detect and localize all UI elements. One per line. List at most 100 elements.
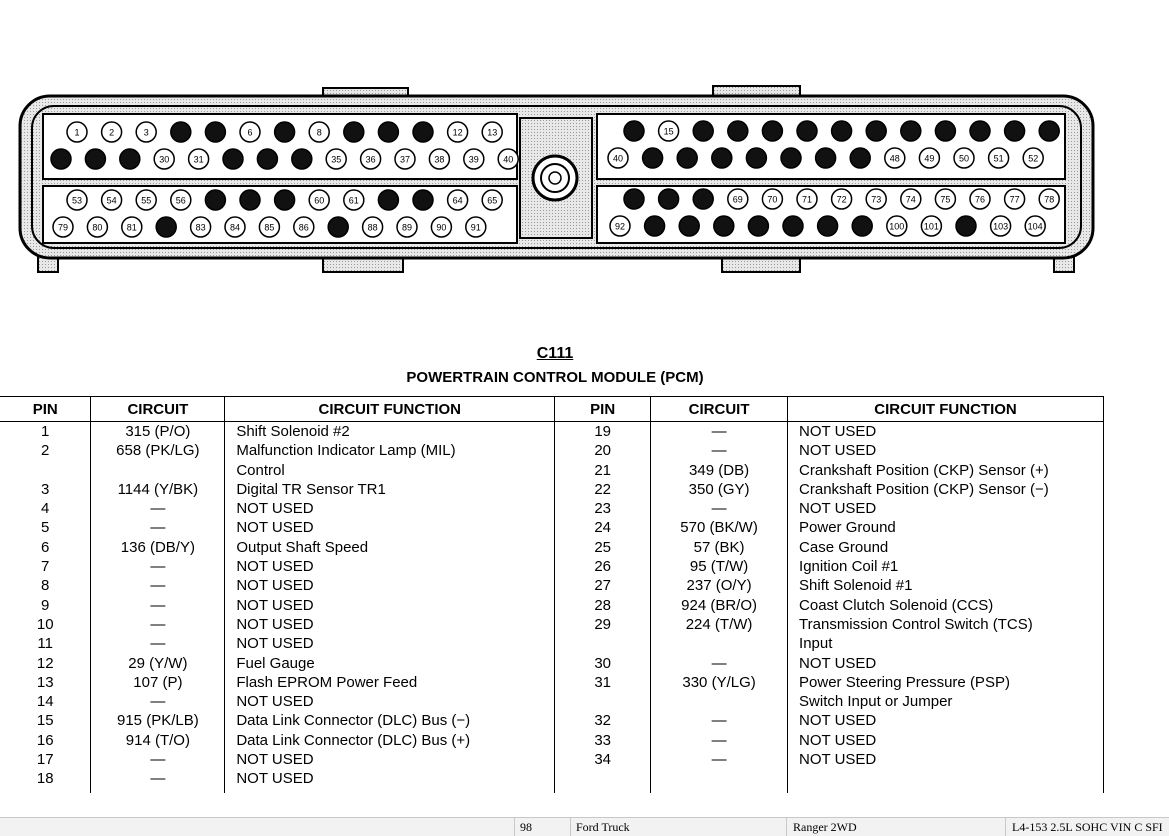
pin-52 xyxy=(1022,147,1044,169)
row-circuit-right xyxy=(650,634,788,654)
pin-93 xyxy=(643,215,666,237)
pin-89 xyxy=(396,216,418,238)
pin-38 xyxy=(428,148,451,170)
row-pin-left: 18 xyxy=(36,770,54,788)
pin-74 xyxy=(900,188,922,210)
center-bolt-core xyxy=(548,171,562,185)
pin-label-60: 60 xyxy=(314,196,324,206)
row-circuit-left xyxy=(90,460,225,480)
row-pin-right: 22 xyxy=(554,479,651,500)
pin-label-78: 78 xyxy=(1044,195,1054,205)
row-circuit-right: — xyxy=(650,711,788,731)
pin-104 xyxy=(1024,215,1046,237)
pin-71 xyxy=(796,188,818,210)
pin-label-103: 103 xyxy=(993,222,1008,232)
pin-101 xyxy=(920,215,943,237)
pin-76 xyxy=(969,188,991,210)
pin-29 xyxy=(119,148,141,170)
row-function-right: Transmission Control Switch (TCS) xyxy=(787,614,1104,635)
pin-label-50: 50 xyxy=(959,154,969,164)
footer-divider xyxy=(570,818,571,836)
row-circuit-left: — xyxy=(90,692,225,712)
row-pin-right: 27 xyxy=(554,576,651,596)
pin-label-39: 39 xyxy=(469,155,479,165)
pin-54 xyxy=(100,189,123,211)
pin-24 xyxy=(969,120,991,142)
pin-46 xyxy=(814,147,837,169)
row-function-right: Shift Solenoid #1 xyxy=(787,576,1104,596)
pin-56 xyxy=(170,189,192,211)
row-pin-right: 31 xyxy=(554,672,651,693)
header-pin-right: PIN xyxy=(554,396,651,422)
pin-72 xyxy=(830,188,853,210)
row-pin-right: 20 xyxy=(554,441,651,461)
header-circuit-left: CIRCUIT xyxy=(90,396,225,422)
row-function-left: Fuel Gauge xyxy=(224,653,555,673)
row-pin-right: 32 xyxy=(554,711,651,731)
pin-35 xyxy=(325,148,347,170)
pin-22 xyxy=(900,120,922,142)
pin-58 xyxy=(239,189,261,211)
pin-label-61: 61 xyxy=(349,196,359,206)
row-pin-left xyxy=(0,461,91,480)
pin-9 xyxy=(343,121,365,143)
row-circuit-left: 915 (PK/LB) xyxy=(90,711,225,731)
pin-66 xyxy=(623,188,645,210)
pin-96 xyxy=(747,215,770,237)
row-circuit-right: — xyxy=(650,750,788,770)
pin-label-90: 90 xyxy=(436,223,446,233)
row-circuit-left: — xyxy=(90,595,225,615)
row-function-left: Output Shaft Speed xyxy=(224,537,555,558)
footer-bar: 98 Ford Truck Ranger 2WD L4-153 2.5L SOH… xyxy=(0,817,1169,836)
pin-45 xyxy=(780,147,802,169)
pin-88 xyxy=(361,216,384,238)
row-pin-left: 6 xyxy=(41,538,50,556)
pin-label-64: 64 xyxy=(453,196,463,206)
pin-57 xyxy=(204,189,227,211)
pin-70 xyxy=(761,188,784,210)
footer-page: 98 xyxy=(520,820,532,834)
row-function-left: Shift Solenoid #2 xyxy=(224,421,555,442)
pin-28 xyxy=(84,148,107,170)
row-pin-left: 17 xyxy=(36,751,54,769)
pin-75 xyxy=(934,188,957,210)
pin-label-31: 31 xyxy=(194,155,204,165)
pin-label-85: 85 xyxy=(264,223,274,233)
pin-33 xyxy=(256,148,279,170)
pin-20 xyxy=(830,120,853,142)
pin-label-88: 88 xyxy=(368,223,378,233)
pin-87 xyxy=(327,216,349,238)
pin-86 xyxy=(293,216,315,238)
table-header-row: PIN CIRCUIT CIRCUIT FUNCTION PIN CIRCUIT… xyxy=(0,396,1104,422)
row-circuit-right xyxy=(650,692,788,712)
footer-make: Ford Truck xyxy=(576,820,630,834)
pin-label-86: 86 xyxy=(299,223,309,233)
pin-label-55: 55 xyxy=(141,196,151,206)
pin-59 xyxy=(273,189,296,211)
row-pin-right: 24 xyxy=(554,518,651,538)
footer-divider xyxy=(786,818,787,836)
pin-2 xyxy=(100,121,123,143)
pin-17 xyxy=(727,120,749,142)
pin-15 xyxy=(657,120,680,142)
pin-60 xyxy=(308,189,330,211)
pin-3 xyxy=(135,121,157,143)
row-circuit-right xyxy=(650,769,788,794)
pin-67 xyxy=(657,188,680,210)
pin-label-100: 100 xyxy=(889,222,904,232)
row-circuit-right: 350 (GY) xyxy=(650,479,788,500)
pin-80 xyxy=(86,216,109,238)
row-circuit-left: — xyxy=(90,518,225,538)
row-pin-right: 21 xyxy=(554,460,651,480)
pin-68 xyxy=(692,188,714,210)
connector-title: C111 xyxy=(536,345,574,362)
row-circuit-left: 29 (Y/W) xyxy=(90,653,225,673)
row-pin-right: 30 xyxy=(554,653,651,673)
pin-92 xyxy=(609,215,631,237)
row-pin-right: 34 xyxy=(554,750,651,770)
pin-42 xyxy=(676,147,698,169)
